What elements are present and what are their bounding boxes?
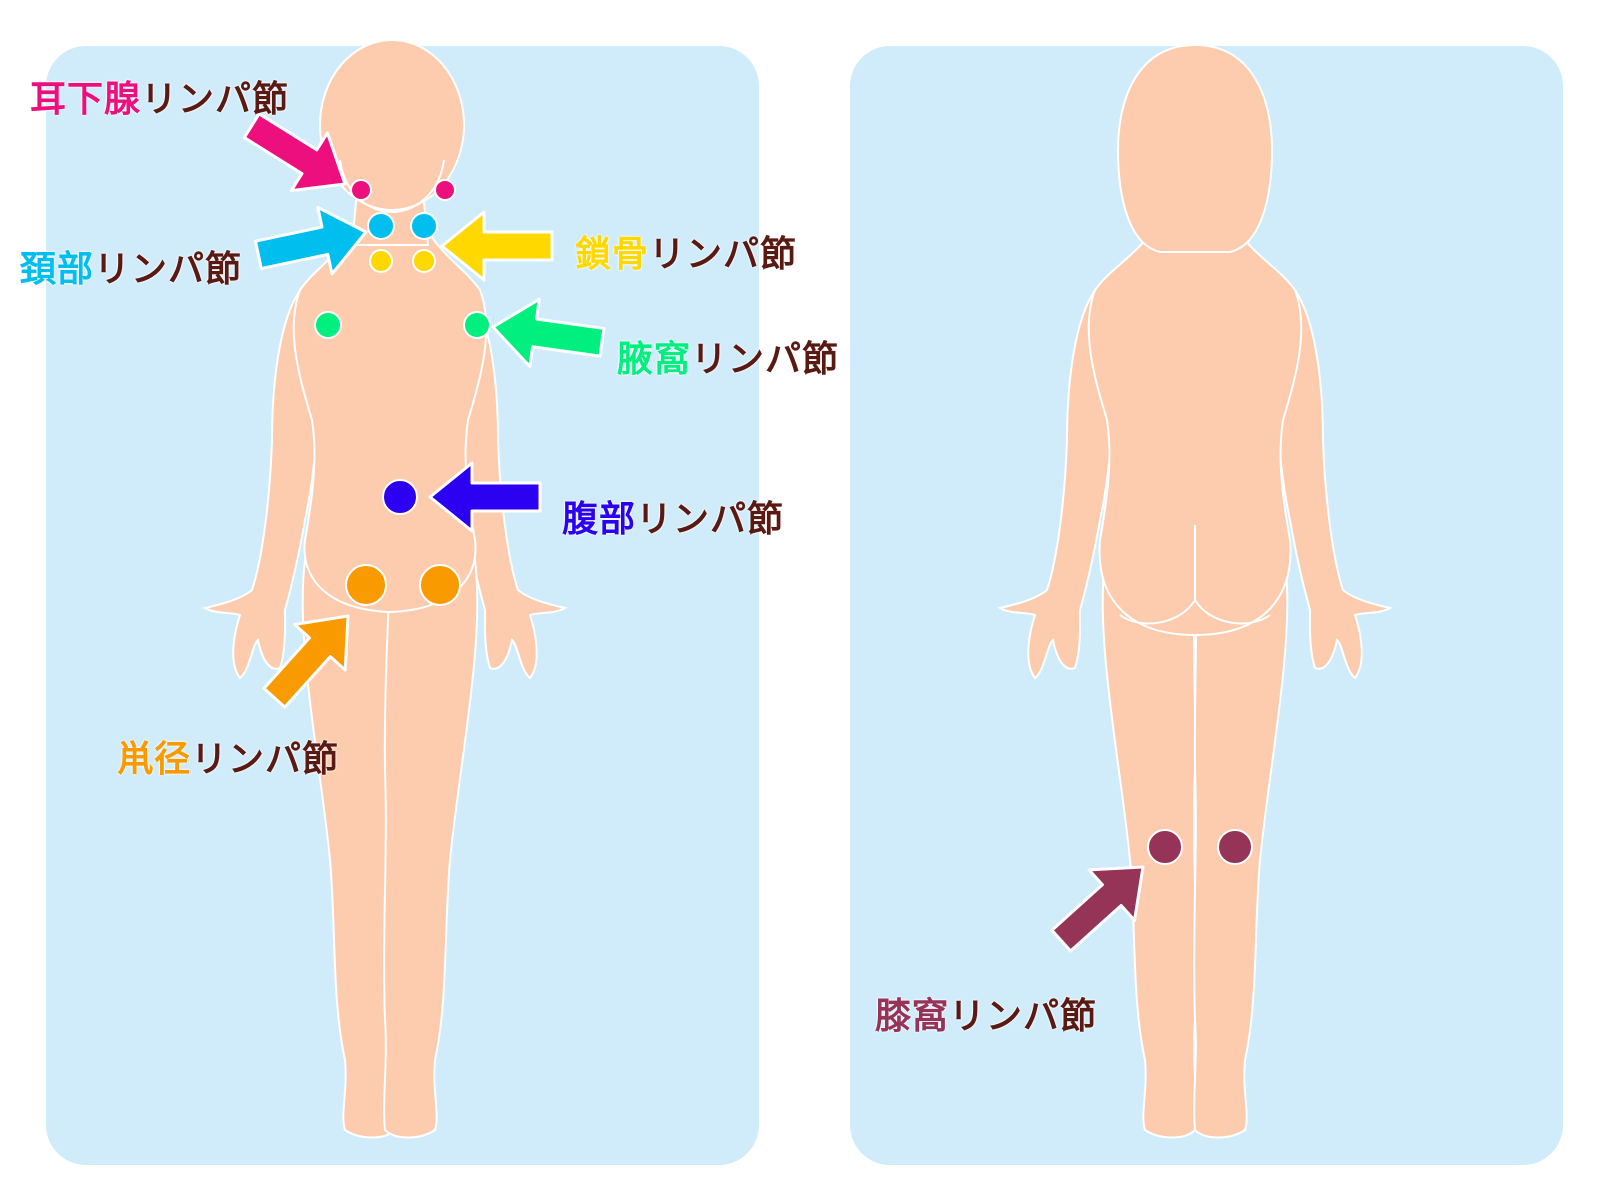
label-suffix: リンパ節 xyxy=(636,499,785,540)
node-cervical-right xyxy=(410,212,438,240)
front-right-leg xyxy=(383,558,479,1139)
node-cervical-left xyxy=(367,212,395,240)
node-parotid-left xyxy=(350,179,372,201)
node-popliteal-right xyxy=(1217,829,1253,865)
label-clavicle-kanji: 鎖骨 xyxy=(575,234,650,275)
label-parotid-kanji: 耳下腺 xyxy=(30,79,142,120)
back-right-arm xyxy=(1268,288,1393,680)
back-body-silhouette xyxy=(997,43,1393,1139)
node-parotid-right xyxy=(434,179,456,201)
node-inguinal-left xyxy=(345,564,387,606)
node-clavicle-right xyxy=(412,249,436,273)
label-clavicle: 鎖骨リンパ節 xyxy=(575,225,797,277)
arrow-parotid xyxy=(242,112,347,193)
front-torso xyxy=(292,209,488,614)
label-suffix: リンパ節 xyxy=(94,249,243,290)
label-popliteal-kanji: 膝窩 xyxy=(875,996,950,1037)
arrow-popliteal xyxy=(1050,865,1145,953)
label-suffix: リンパ節 xyxy=(649,234,798,275)
lymph-nodes xyxy=(314,179,1253,865)
back-head-hair xyxy=(1116,43,1274,253)
label-axillary: 腋窩リンパ節 xyxy=(617,330,839,382)
label-suffix: リンパ節 xyxy=(949,996,1098,1037)
label-suffix: リンパ節 xyxy=(691,339,840,380)
label-abdominal: 腹部リンパ節 xyxy=(562,490,784,542)
arrow-axillary xyxy=(491,297,606,369)
label-suffix: リンパ節 xyxy=(191,739,340,780)
front-left-arm xyxy=(202,288,327,680)
label-axillary-kanji: 腋窩 xyxy=(617,339,692,380)
label-abdominal-kanji: 腹部 xyxy=(562,499,637,540)
node-inguinal-right xyxy=(419,564,461,606)
label-suffix: リンパ節 xyxy=(141,79,290,120)
label-inguinal-kanji: 鼡径 xyxy=(117,739,192,780)
label-inguinal: 鼡径リンパ節 xyxy=(117,730,339,782)
label-popliteal: 膝窩リンパ節 xyxy=(875,987,1097,1039)
arrow-cervical xyxy=(253,205,368,276)
arrow-abdominal xyxy=(428,461,542,533)
arrows xyxy=(242,112,1145,953)
node-axillary-left xyxy=(314,311,342,339)
node-abdominal xyxy=(382,479,418,515)
node-popliteal-left xyxy=(1147,829,1183,865)
front-body-silhouette xyxy=(202,39,568,1139)
front-head xyxy=(319,39,465,211)
node-clavicle-left xyxy=(369,249,393,273)
back-buttock-line xyxy=(1119,525,1271,625)
back-torso xyxy=(1087,209,1303,637)
back-left-arm xyxy=(997,288,1122,680)
label-cervical: 頚部リンパ節 xyxy=(20,240,242,292)
label-cervical-kanji: 頚部 xyxy=(20,249,95,290)
arrow-inguinal xyxy=(262,614,350,709)
label-parotid: 耳下腺リンパ節 xyxy=(30,70,289,122)
node-axillary-right xyxy=(463,311,491,339)
arrow-clavicle xyxy=(440,210,554,282)
